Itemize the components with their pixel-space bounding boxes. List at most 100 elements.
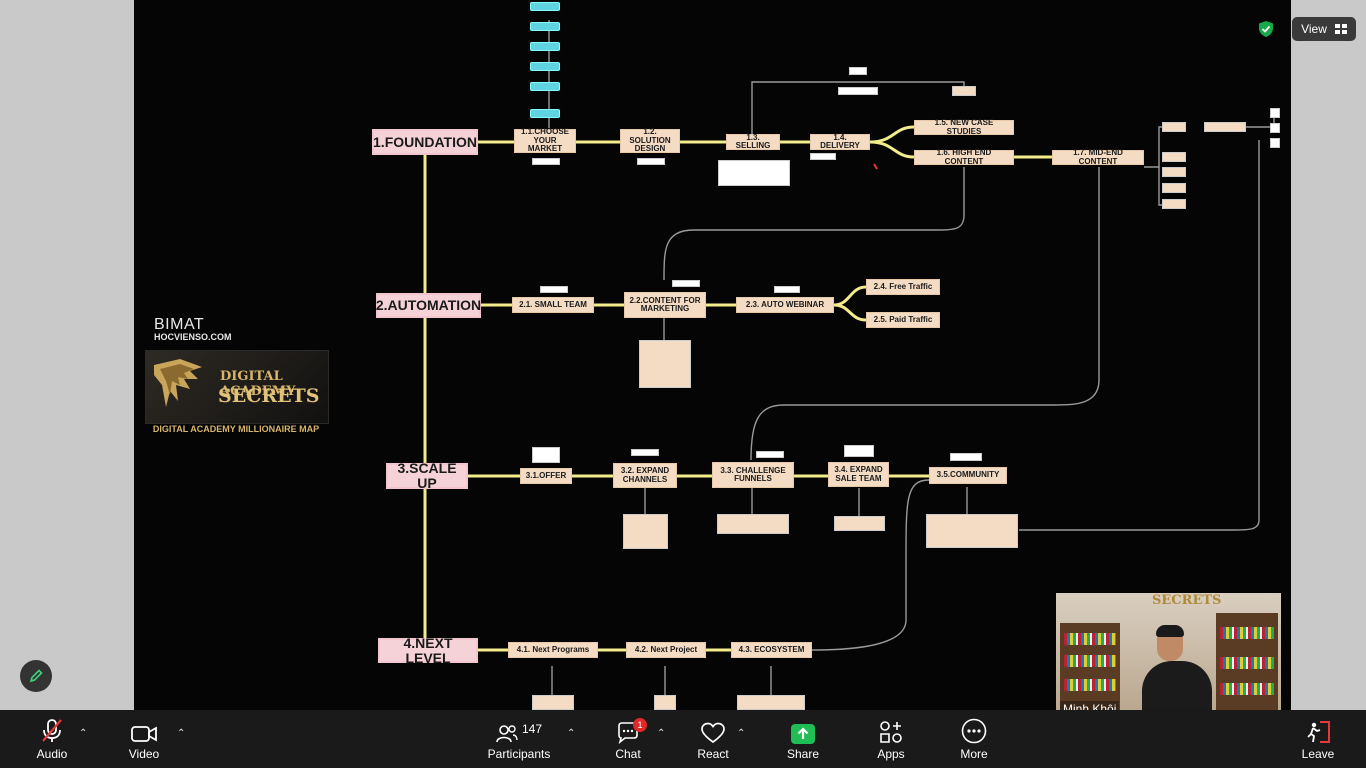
shield-check-icon[interactable]: [1257, 20, 1275, 38]
note-box: [639, 340, 691, 388]
note-box: [532, 158, 560, 165]
note-box: [737, 695, 805, 710]
step-3-2: 3.2. EXPAND CHANNELS: [613, 463, 677, 488]
share-screen-icon: [791, 724, 815, 744]
view-button[interactable]: View: [1292, 17, 1356, 41]
chat-bubble-icon: [618, 722, 638, 744]
participants-icon: [496, 725, 518, 743]
node-automation: 2.AUTOMATION: [376, 293, 481, 318]
step-2-2: 2.2.CONTENT FOR MARKETING: [624, 292, 706, 318]
note-box: [810, 153, 836, 160]
react-options-caret[interactable]: ⌃: [737, 728, 746, 739]
note-box: [838, 87, 878, 95]
brand-tagline: DIGITAL ACADEMY MILLIONAIRE MAP: [152, 424, 320, 434]
note-box: [774, 286, 800, 293]
speaker-hair: [1156, 625, 1184, 637]
share-button[interactable]: Share: [783, 710, 823, 768]
note-box: [1162, 152, 1186, 162]
note-box: [1204, 122, 1246, 132]
step-2-3: 2.3. AUTO WEBINAR: [736, 297, 834, 313]
video-camera-icon: [131, 726, 157, 742]
meeting-toolbar: Audio ⌃ Video ⌃ 147 Participants ⌃: [0, 710, 1366, 768]
books: [1064, 679, 1116, 691]
video-options-caret[interactable]: ⌃: [177, 728, 186, 739]
step-3-3: 3.3. CHALLENGE FUNNELS: [712, 462, 794, 488]
step-4-1: 4.1. Next Programs: [508, 642, 598, 658]
brand-logo: DIGITAL ACADEMY SECRETS: [145, 350, 329, 424]
note-box: [926, 514, 1018, 548]
note-box: [623, 514, 668, 549]
shared-screen: 1.FOUNDATION 2.AUTOMATION 3.SCALE UP 4.N…: [134, 0, 1291, 710]
note-box: [1162, 183, 1186, 193]
audio-label: Audio: [36, 747, 68, 761]
leave-button[interactable]: Leave: [1298, 710, 1338, 768]
backdrop-sign: SECRETS: [1152, 593, 1222, 608]
node-foundation: 1.FOUNDATION: [372, 129, 478, 155]
node-next-level: 4.NEXT LEVEL: [378, 635, 478, 665]
leave-door-icon: [1307, 721, 1330, 743]
more-button[interactable]: More: [954, 710, 994, 768]
chat-button[interactable]: Chat: [608, 710, 648, 768]
note-box: [654, 695, 676, 710]
step-1-2: 1.2. SOLUTION DESIGN: [620, 128, 680, 153]
brand-site: BIMAT HOCVIENSO.COM: [154, 316, 232, 342]
step-1-3: 1.3. SELLING: [726, 133, 780, 150]
step-1-4: 1.4. DELIVERY: [810, 133, 870, 150]
react-button[interactable]: React: [693, 710, 733, 768]
annotate-button[interactable]: [20, 660, 52, 692]
step-4-2: 4.2. Next Project: [626, 642, 706, 658]
step-3-1: 3.1.OFFER: [520, 468, 572, 484]
apps-button[interactable]: Apps: [871, 710, 911, 768]
step-4-3: 4.3. ECOSYSTEM: [731, 642, 812, 658]
connector-lines: [423, 20, 1275, 695]
step-2-4: 2.4. Free Traffic: [866, 279, 940, 295]
participants-options-caret[interactable]: ⌃: [567, 728, 576, 739]
step-3-4: 3.4. EXPAND SALE TEAM: [828, 462, 889, 487]
note-box: [952, 86, 976, 96]
chat-options-caret[interactable]: ⌃: [657, 728, 666, 739]
step-2-5: 2.5. Paid Traffic: [866, 312, 940, 328]
participants-button[interactable]: 147 Participants: [484, 710, 554, 768]
more-label: More: [960, 747, 988, 761]
eagle-logo-icon: [154, 359, 202, 407]
node-scale-up: 3.SCALE UP: [386, 461, 468, 490]
participants-label: Participants: [487, 747, 551, 761]
books: [1220, 657, 1274, 669]
react-label: React: [697, 747, 729, 761]
mind-map: 1.FOUNDATION 2.AUTOMATION 3.SCALE UP 4.N…: [134, 0, 1291, 710]
step-1-5: 1.5. NEW CASE STUDIES: [914, 118, 1014, 135]
meeting-stage: 1.FOUNDATION 2.AUTOMATION 3.SCALE UP 4.N…: [20, 0, 1356, 720]
cyan-node: [530, 42, 560, 51]
cyan-node: [530, 2, 560, 11]
audio-options-caret[interactable]: ⌃: [79, 728, 88, 739]
step-1-6: 1.6. HIGH END CONTENT: [914, 148, 1014, 165]
leave-label: Leave: [1301, 747, 1335, 761]
cyan-node: [530, 82, 560, 91]
note-box: [540, 286, 568, 293]
books: [1064, 633, 1116, 645]
share-label: Share: [786, 747, 820, 761]
audio-button[interactable]: Audio: [32, 710, 72, 768]
note-box: [950, 453, 982, 461]
grid-view-icon: [1334, 24, 1347, 34]
chat-label: Chat: [615, 747, 641, 761]
heart-icon: [701, 722, 725, 744]
apps-icon: [880, 721, 902, 743]
view-label: View: [1301, 22, 1327, 36]
books: [1064, 655, 1116, 667]
cyan-node: [530, 22, 560, 31]
note-box: [849, 67, 867, 75]
note-box: [834, 516, 885, 531]
note-box: [532, 447, 560, 463]
note-box: [756, 451, 784, 458]
step-1-1: 1.1.CHOOSE YOUR MARKET: [514, 128, 576, 153]
participant-video-tile[interactable]: SECRETS Minh Khôi: [1056, 593, 1281, 720]
note-box: [844, 445, 874, 457]
step-2-1: 2.1. SMALL TEAM: [512, 297, 594, 313]
more-dots-icon: [961, 718, 987, 744]
books: [1220, 627, 1274, 639]
cyan-node: [530, 109, 560, 118]
participants-count: 147: [521, 722, 543, 736]
note-box: [1162, 199, 1186, 209]
video-button[interactable]: Video: [124, 710, 164, 768]
